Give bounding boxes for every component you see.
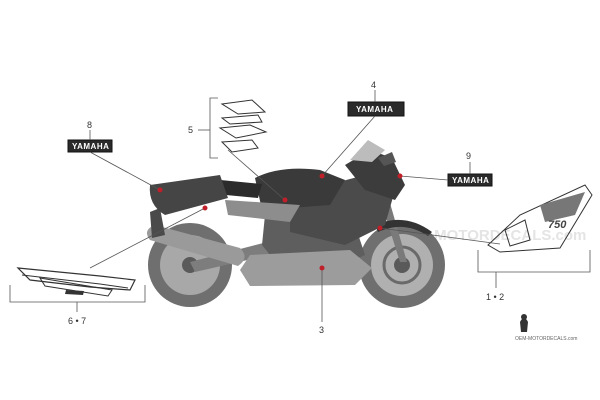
marker-9 bbox=[397, 173, 403, 179]
marker-3 bbox=[319, 265, 325, 271]
logo-icon bbox=[520, 318, 528, 332]
marker-4 bbox=[319, 173, 325, 179]
badge-9: YAMAHA bbox=[447, 173, 493, 187]
tail-stripe-decal bbox=[16, 267, 136, 297]
frame bbox=[225, 200, 300, 222]
footer-logo-text: OEM-MOTORDECALS.com bbox=[515, 336, 577, 342]
motorcycle bbox=[146, 140, 445, 308]
front-fender bbox=[375, 219, 432, 236]
badge-8: YAMAHA bbox=[67, 139, 113, 153]
badge-8-text: YAMAHA bbox=[72, 142, 109, 151]
callout-1-2: 1 • 2 bbox=[486, 292, 504, 302]
leader-lines bbox=[89, 90, 501, 322]
mirror bbox=[378, 152, 396, 166]
marker-5 bbox=[282, 197, 288, 203]
badge-9-text: YAMAHA bbox=[452, 176, 489, 185]
bracket-5 bbox=[209, 97, 218, 159]
front-fork bbox=[382, 203, 407, 262]
marker-6-7 bbox=[202, 205, 208, 211]
callout-8: 8 bbox=[87, 120, 92, 130]
bracket-6-7 bbox=[9, 285, 146, 303]
watermark-text: OEM-MOTORDECALS.com bbox=[395, 227, 586, 244]
badge-4-text: YAMAHA bbox=[356, 105, 393, 114]
tank-stripe-decals bbox=[218, 99, 268, 153]
marker-dots bbox=[157, 173, 403, 271]
callout-5: 5 bbox=[188, 125, 193, 135]
exhaust-muffler bbox=[146, 225, 245, 266]
tail-cowl bbox=[149, 175, 228, 215]
callout-9: 9 bbox=[466, 151, 471, 161]
callout-3: 3 bbox=[319, 325, 324, 335]
callout-6-7: 6 • 7 bbox=[68, 316, 86, 326]
footer-logo: OEM-MOTORDECALS.com bbox=[515, 314, 577, 342]
tail-decal-text: 750 bbox=[548, 219, 567, 231]
lower-fairing bbox=[240, 250, 372, 286]
fuel-tank bbox=[255, 168, 345, 210]
bracket-1-2 bbox=[477, 250, 591, 273]
windscreen bbox=[350, 140, 385, 162]
marker-1-2 bbox=[377, 225, 383, 231]
side-fairing-decal: 750 bbox=[487, 184, 593, 253]
marker-8 bbox=[157, 187, 163, 193]
badge-4: YAMAHA bbox=[347, 101, 405, 117]
callout-4: 4 bbox=[371, 80, 376, 90]
